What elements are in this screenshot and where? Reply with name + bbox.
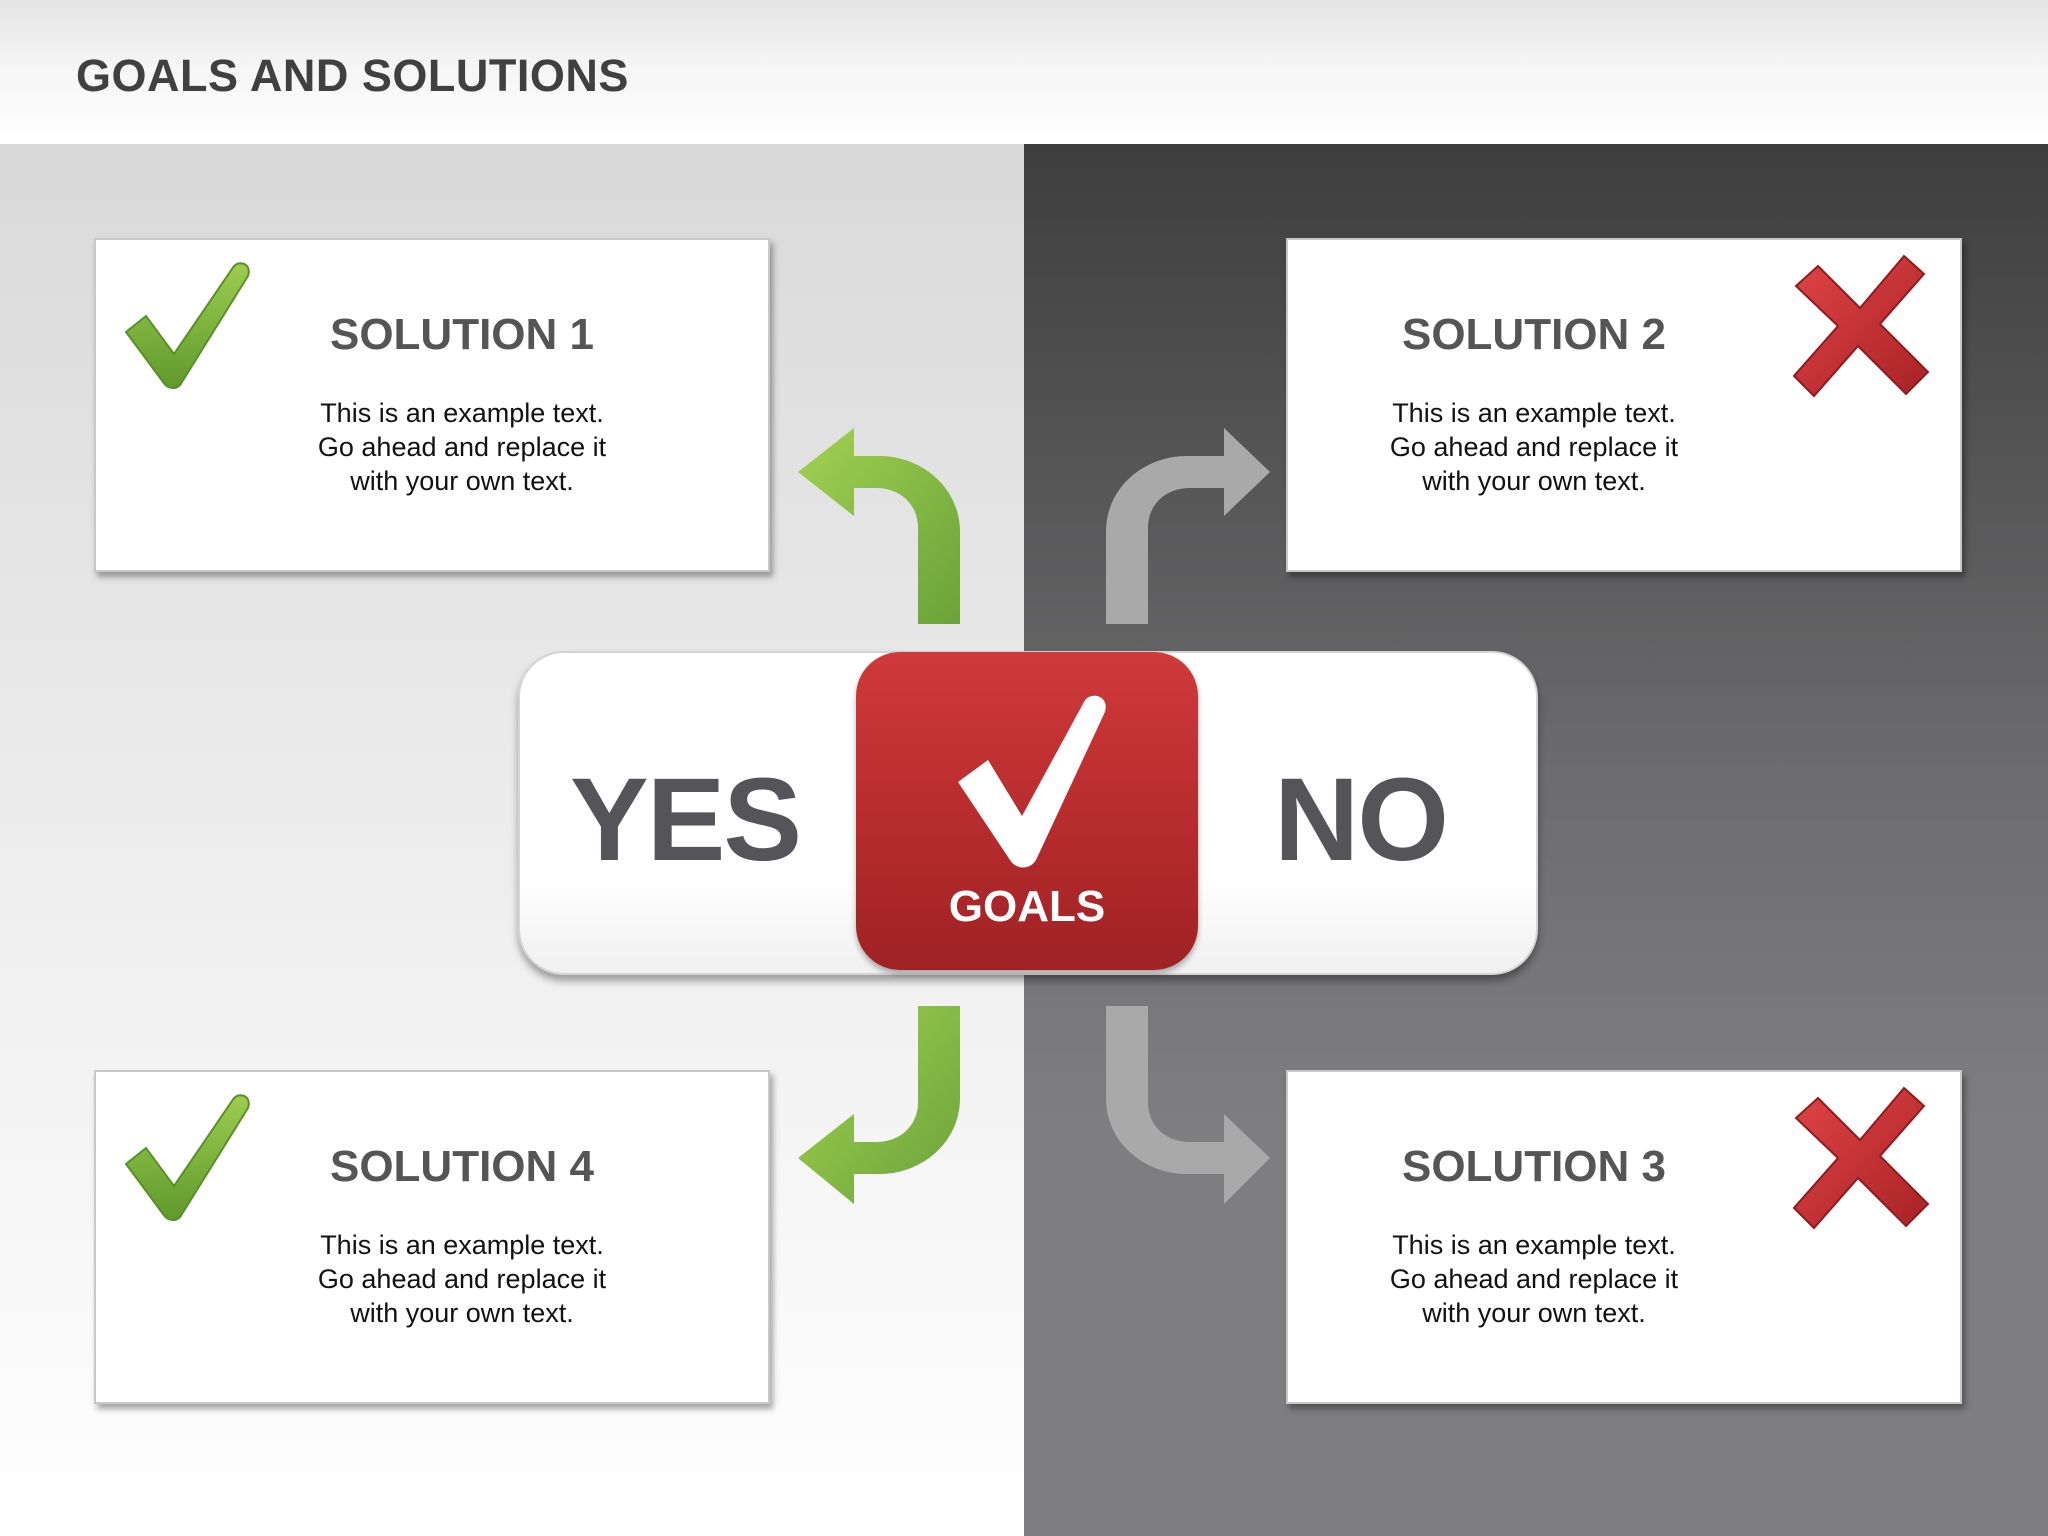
arrow-up-left-green bbox=[798, 428, 960, 624]
check-icon bbox=[124, 262, 250, 389]
check-icon bbox=[124, 1094, 250, 1221]
arrow-up-right-gray bbox=[1106, 428, 1270, 624]
no-label: NO bbox=[1274, 754, 1449, 886]
solution-3-card: SOLUTION 3 This is an example text. Go a… bbox=[1286, 1070, 1962, 1404]
page-title: GOALS AND SOLUTIONS bbox=[76, 50, 629, 101]
solution-body: This is an example text. Go ahead and re… bbox=[317, 1230, 607, 1328]
arrow-down-left-green bbox=[798, 1006, 960, 1204]
arrow-down-right-gray bbox=[1106, 1006, 1270, 1204]
goals-box: GOALS bbox=[856, 652, 1198, 970]
header-bar: GOALS AND SOLUTIONS bbox=[0, 0, 2048, 144]
solution-1-card: SOLUTION 1 This is an example text. Go a… bbox=[94, 238, 770, 572]
solution-body: This is an example text. Go ahead and re… bbox=[1389, 1230, 1679, 1328]
yes-label: YES bbox=[570, 754, 802, 886]
solution-body: This is an example text. Go ahead and re… bbox=[1389, 398, 1679, 496]
cross-icon bbox=[1792, 1086, 1930, 1230]
solution-4-card: SOLUTION 4 This is an example text. Go a… bbox=[94, 1070, 770, 1404]
solution-title: SOLUTION 4 bbox=[329, 1142, 595, 1191]
cross-icon bbox=[1792, 254, 1930, 398]
solution-title: SOLUTION 2 bbox=[1401, 310, 1667, 359]
solution-title: SOLUTION 3 bbox=[1401, 1142, 1667, 1191]
solution-body: This is an example text. Go ahead and re… bbox=[317, 398, 607, 496]
goals-label: GOALS bbox=[948, 882, 1106, 931]
solution-title: SOLUTION 1 bbox=[329, 310, 595, 359]
check-icon bbox=[958, 695, 1106, 868]
solution-2-card: SOLUTION 2 This is an example text. Go a… bbox=[1286, 238, 1962, 572]
